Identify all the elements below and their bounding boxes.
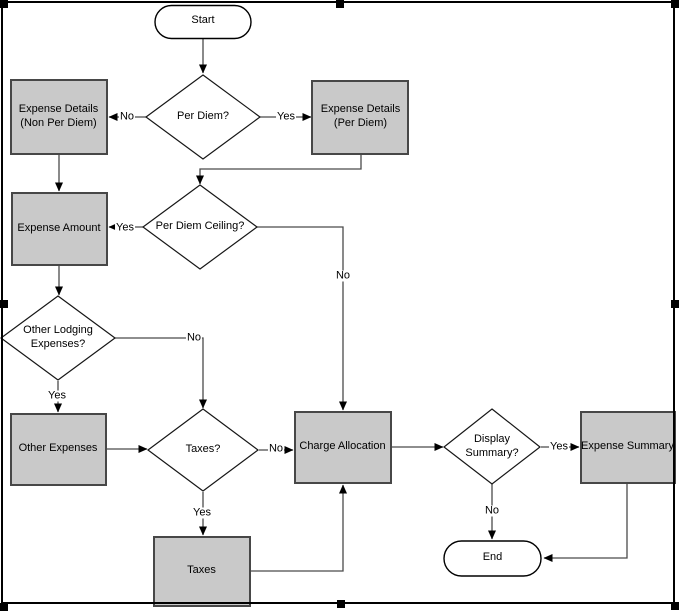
process-box-expense-summary <box>580 411 676 484</box>
edge-label-taxes-yes: Yes <box>192 506 212 519</box>
selection-handle-top-left[interactable] <box>0 0 8 8</box>
edge-label-lodging-yes: Yes <box>47 389 67 402</box>
connector-lodging-no-to-taxes-decision <box>115 337 207 409</box>
process-box-charge-allocation <box>294 411 392 484</box>
edge-label-ceiling-no: No <box>334 269 352 282</box>
terminator-end <box>443 540 542 577</box>
process-box-expense-details-per-diem <box>311 80 409 155</box>
selection-handle-top-middle[interactable] <box>336 0 344 8</box>
decision-display-summary <box>443 408 541 485</box>
decision-per-diem-ceiling <box>141 184 259 270</box>
edge-label-taxes-no: No <box>267 442 285 455</box>
connector-ceiling-no-to-charge-allocation <box>257 226 347 411</box>
selection-handle-middle-left[interactable] <box>0 300 8 308</box>
connector-details-pd-to-ceiling <box>196 155 362 185</box>
edge-label-per-diem-no: No <box>118 110 136 123</box>
connector-taxes-box-to-charge-allocation <box>250 484 347 572</box>
selection-handle-bottom-right[interactable] <box>671 602 679 610</box>
selection-handle-bottom-left[interactable] <box>0 603 8 611</box>
selection-handle-middle-right[interactable] <box>671 300 679 308</box>
process-box-taxes <box>153 536 251 607</box>
decision-per-diem <box>144 74 262 160</box>
edge-label-per-diem-yes: Yes <box>276 110 296 123</box>
edge-label-display-yes: Yes <box>549 440 569 453</box>
selection-frame[interactable] <box>1 1 675 604</box>
edge-label-lodging-no: No <box>185 331 203 344</box>
process-box-other-expenses <box>10 413 107 486</box>
decision-other-lodging <box>0 295 117 381</box>
decision-taxes <box>146 408 260 492</box>
selection-handle-top-right[interactable] <box>671 0 679 8</box>
process-box-expense-amount <box>11 192 108 266</box>
connector-summary-to-end <box>543 484 628 562</box>
edge-label-ceiling-yes: Yes <box>115 221 135 234</box>
edge-label-display-no: No <box>483 504 501 517</box>
selection-handle-bottom-middle[interactable] <box>337 600 345 608</box>
process-box-expense-details-non-per-diem <box>10 79 108 155</box>
terminator-start <box>154 4 252 40</box>
